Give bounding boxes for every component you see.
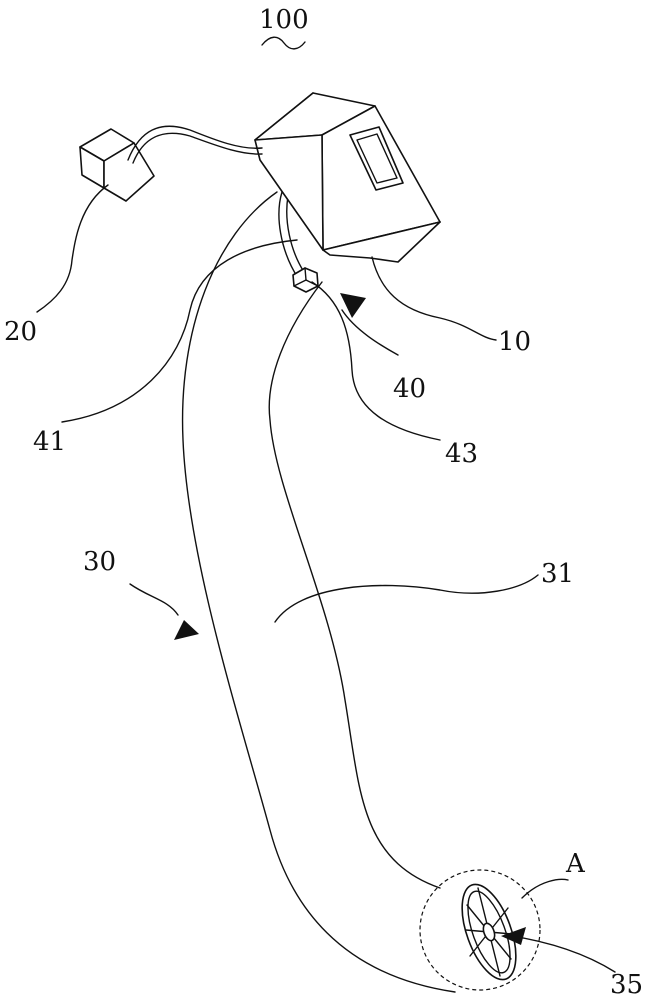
controller-20 xyxy=(79,128,155,202)
arrowhead-30 xyxy=(174,620,199,640)
label-43: 43 xyxy=(445,439,478,469)
label-41: 41 xyxy=(33,427,66,457)
display-window xyxy=(349,126,404,191)
bracket-41 xyxy=(278,191,305,279)
label-40: 40 xyxy=(393,374,426,404)
label-35: 35 xyxy=(610,970,643,1000)
label-100: 100 xyxy=(259,5,309,35)
fan-outlet xyxy=(461,883,517,981)
squiggle-100 xyxy=(261,36,306,50)
arrowhead-35 xyxy=(501,927,526,945)
sensor-43 xyxy=(292,267,319,293)
fan-blades xyxy=(465,887,513,977)
label-30: 30 xyxy=(83,547,116,577)
box-unit-10 xyxy=(254,92,441,263)
detail-circle-a xyxy=(419,869,541,991)
label-31: 31 xyxy=(541,559,574,589)
label-10: 10 xyxy=(498,327,531,357)
arrowhead-40 xyxy=(340,293,366,318)
cable xyxy=(127,125,263,161)
label-a: A xyxy=(565,849,586,879)
duct-30 xyxy=(181,191,456,993)
label-20: 20 xyxy=(4,317,37,347)
